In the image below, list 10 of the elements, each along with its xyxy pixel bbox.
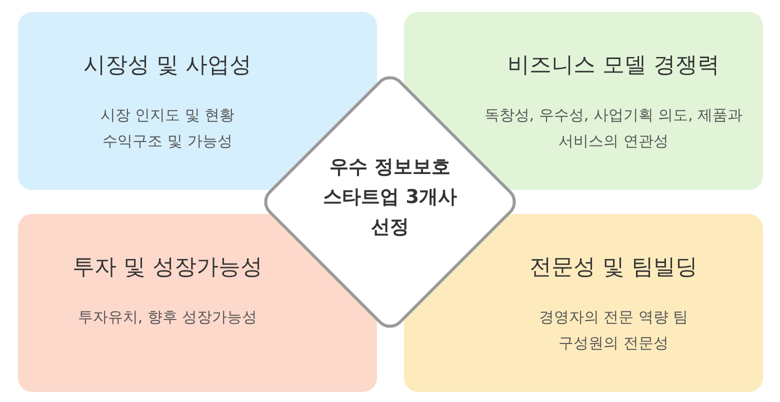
card-heading: 비즈니스 모델 경쟁력 (508, 52, 720, 80)
category-card (18, 12, 377, 190)
card-description: 경영자의 전문 역량 팀 구성원의 전문성 (538, 307, 690, 354)
card-description: 투자유치, 향후 성장가능성 (78, 307, 258, 328)
card-heading: 투자 및 성장가능성 (72, 254, 262, 282)
card-description: 독창성, 우수성, 사업기획 의도, 제품과 서비스의 연관성 (483, 105, 744, 152)
card-heading: 시장성 및 사업성 (84, 52, 252, 80)
card-description: 시장 인지도 및 현황 수익구조 및 가능성 (99, 105, 236, 152)
card-heading: 전문성 및 팀빌딩 (530, 254, 698, 282)
center-title: 우수 정보보호 스타트업 3개사 선정 (322, 155, 458, 240)
